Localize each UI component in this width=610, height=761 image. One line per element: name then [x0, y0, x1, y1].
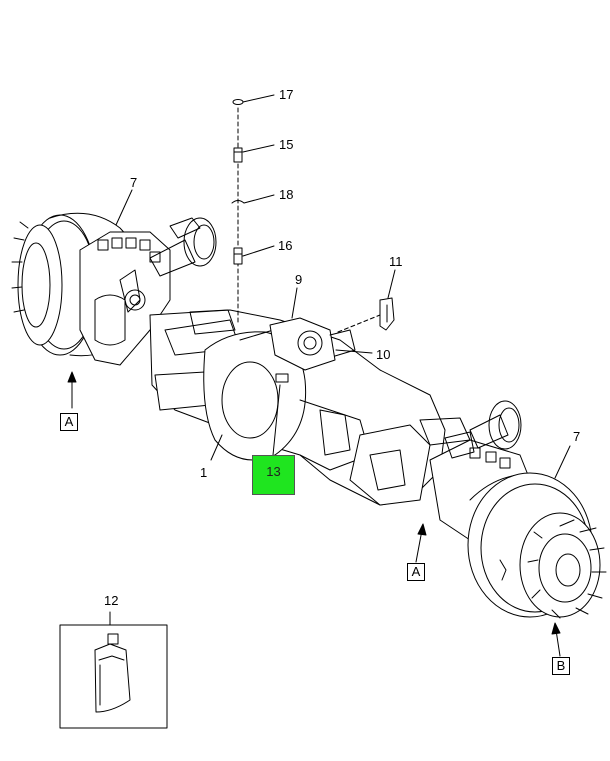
callout-18[interactable]: 18: [279, 187, 294, 202]
part-16-fitting: [233, 247, 243, 265]
leader-lines: [109, 94, 571, 626]
callout-13-highlighted[interactable]: 13: [252, 455, 295, 495]
callout-12[interactable]: 12: [104, 593, 119, 608]
callout-11[interactable]: 11: [389, 254, 403, 269]
callout-10[interactable]: 10: [376, 347, 391, 362]
part-17-cap: [232, 99, 244, 105]
callout-1[interactable]: 1: [200, 465, 208, 480]
callout-7-right[interactable]: 7: [573, 429, 581, 444]
part-18-clip: [231, 200, 245, 204]
pinion-yoke: [269, 317, 356, 371]
left-brake-chamber: [149, 217, 217, 277]
view-label-a-left[interactable]: A: [60, 413, 78, 431]
view-label-b[interactable]: B: [552, 657, 570, 675]
right-hub-studs: [527, 519, 607, 619]
bracket-11: [379, 297, 395, 331]
part-12-fluid-bottle-box: [59, 624, 168, 729]
callout-15[interactable]: 15: [279, 137, 294, 152]
callout-7-left[interactable]: 7: [130, 175, 138, 190]
left-steering-knuckle: [79, 231, 171, 366]
right-brake-chamber: [469, 400, 522, 450]
part-13-plug: [275, 373, 289, 383]
left-hub-studs: [11, 221, 29, 313]
axle-beam: [149, 309, 471, 506]
leader-dashed-11: [337, 314, 381, 333]
view-arrows: [67, 371, 561, 657]
view-label-a-right[interactable]: A: [407, 563, 425, 581]
callout-16[interactable]: 16: [278, 238, 293, 253]
callout-17[interactable]: 17: [279, 87, 294, 102]
part-15-fitting: [233, 147, 243, 163]
callout-9[interactable]: 9: [295, 272, 303, 287]
right-brake-drum: [467, 472, 607, 619]
